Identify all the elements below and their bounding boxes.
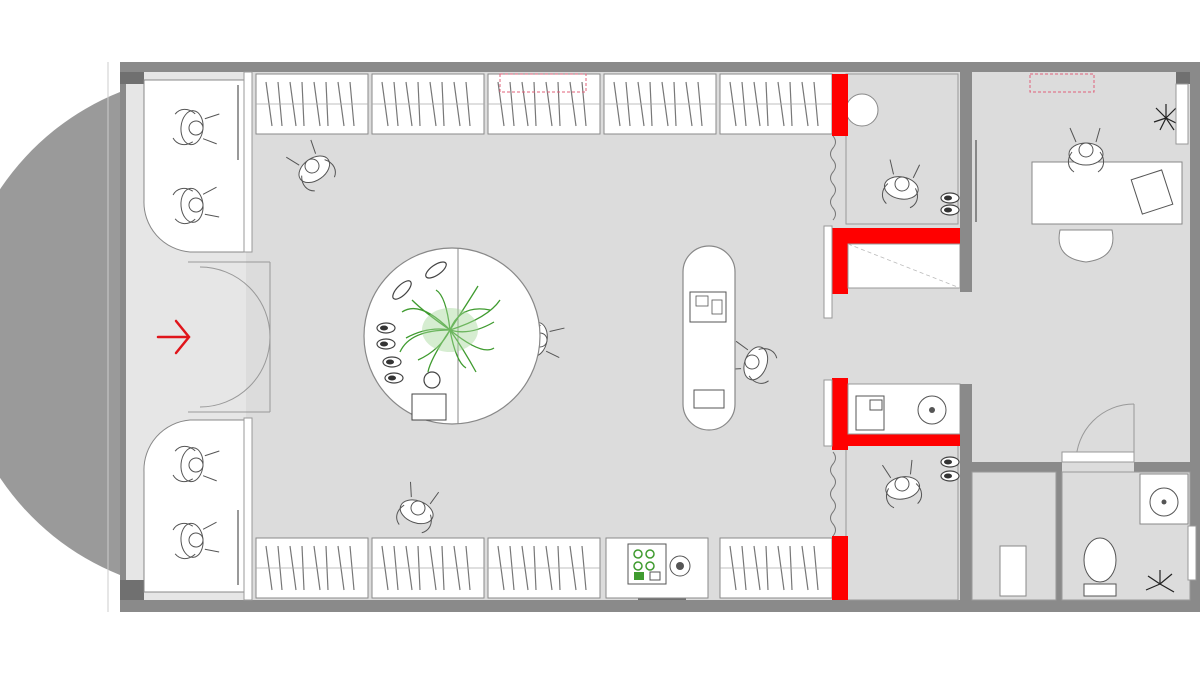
outer-wall-bottom xyxy=(120,600,1200,612)
wall xyxy=(823,225,833,319)
shoe-icon xyxy=(382,356,402,368)
wall xyxy=(823,379,833,447)
shoe-icon xyxy=(376,338,396,350)
partition-wall xyxy=(243,417,253,601)
shoe-icon xyxy=(376,322,396,334)
wall xyxy=(960,72,972,292)
utility-sink xyxy=(999,545,1027,597)
kitchenette-unit xyxy=(605,537,709,599)
laptop-icon xyxy=(1130,169,1174,215)
storage-room xyxy=(847,243,961,289)
shoe-icon xyxy=(384,372,404,384)
fitting-room xyxy=(845,443,959,601)
register-icon xyxy=(693,389,725,409)
partition-wall xyxy=(243,71,253,253)
dashed-outline xyxy=(1029,73,1095,93)
plant-icon xyxy=(399,285,501,373)
entrance-arrow-icon xyxy=(156,319,191,355)
outer-wall-top xyxy=(120,62,1200,72)
wall xyxy=(1134,462,1194,472)
booth-bottom xyxy=(143,419,247,593)
entrance-double-door[interactable] xyxy=(188,261,271,413)
fitting-curtain xyxy=(830,135,836,537)
stool-icon xyxy=(845,93,879,127)
office-desk xyxy=(1031,161,1183,263)
office-window xyxy=(1175,83,1189,145)
outer-wall-right xyxy=(1190,62,1200,612)
cashier-counter xyxy=(682,245,736,431)
shelving-top xyxy=(255,73,833,135)
chair-icon xyxy=(1058,229,1114,263)
booth-top xyxy=(143,79,247,253)
toilet-icon xyxy=(1083,537,1117,597)
staff-kitchen xyxy=(847,383,961,435)
round-display-table xyxy=(363,247,541,425)
restroom-window xyxy=(1187,525,1197,581)
shoe-icon xyxy=(392,261,447,300)
shelving-bottom xyxy=(255,537,833,599)
plant-icon xyxy=(1145,570,1175,593)
entrance-canopy xyxy=(0,92,120,575)
storage-diagonal xyxy=(847,243,961,289)
folded-garment xyxy=(411,393,447,421)
red-partition xyxy=(832,74,962,600)
plant-icon xyxy=(1153,104,1179,131)
office-door[interactable] xyxy=(1061,403,1135,463)
bag-icon xyxy=(423,371,441,389)
dashed-outline xyxy=(499,73,587,93)
sink-icon xyxy=(1139,473,1189,525)
wall xyxy=(1056,462,1062,602)
wall xyxy=(960,384,972,600)
wall xyxy=(970,462,1060,472)
